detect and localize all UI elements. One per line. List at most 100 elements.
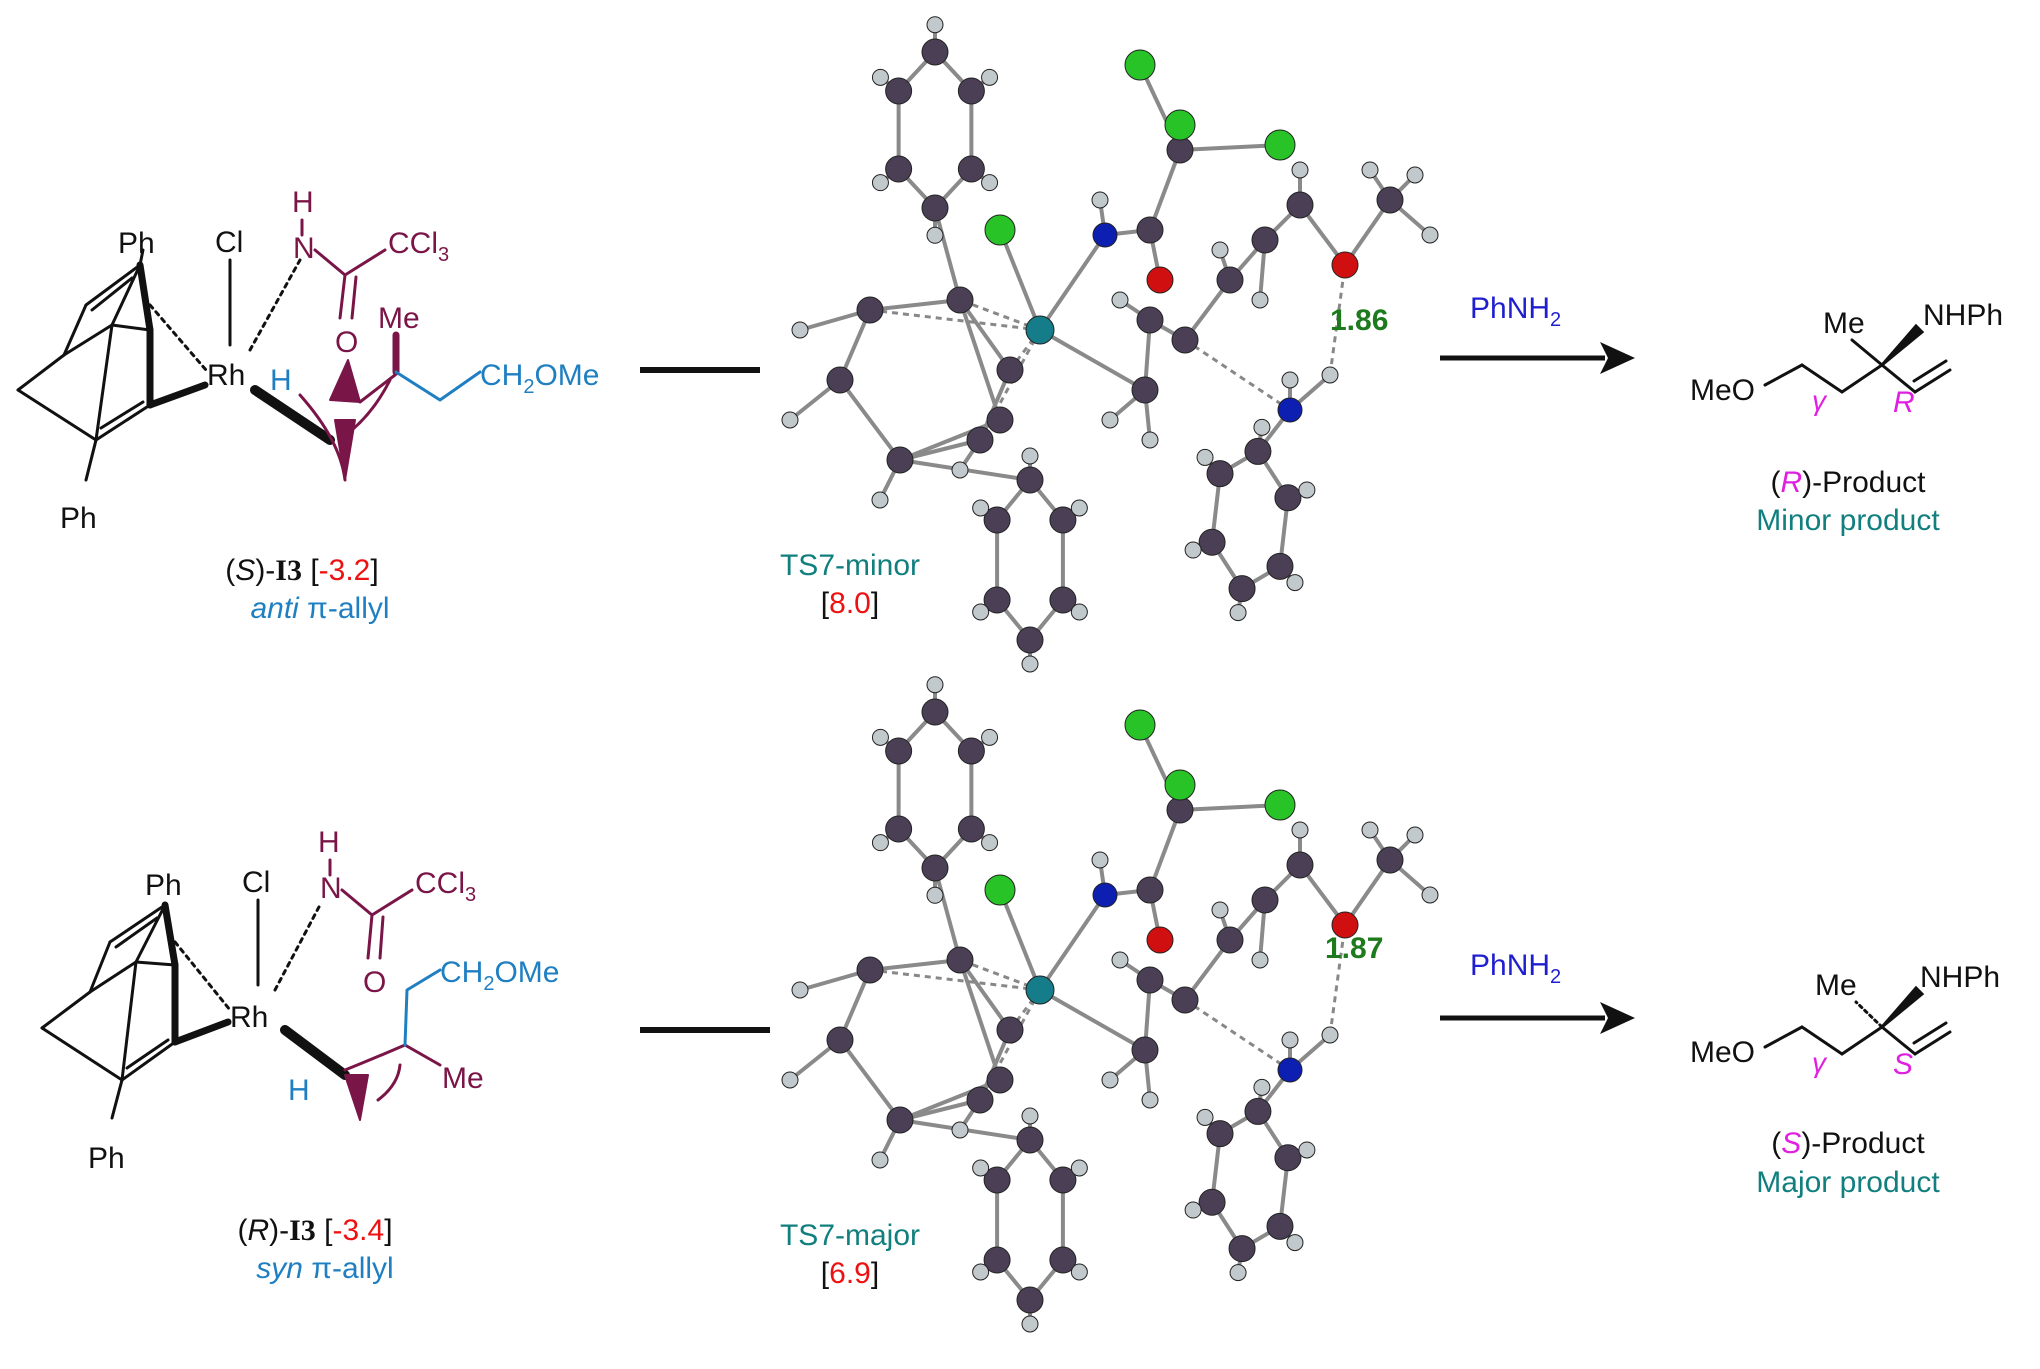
bond-bold (250, 385, 335, 445)
atom-c (1171, 326, 1199, 354)
atom-h (1070, 1263, 1088, 1281)
intermediate-label: (R)-I3 [-3.4] (237, 1214, 392, 1247)
product-label: (S)-Product (1771, 1127, 1925, 1160)
bond-bold (136, 261, 154, 334)
hbond-distance: 1.86 (1330, 304, 1388, 337)
bond (1763, 1025, 1804, 1049)
bond-hashed (148, 303, 208, 372)
atom-c (1244, 1097, 1272, 1125)
bond (88, 960, 138, 994)
ts-dashed-bond (1008, 989, 1042, 1031)
ts-bond (1039, 328, 1146, 392)
atom-h (1229, 1264, 1247, 1282)
atom-n (1277, 397, 1303, 423)
atom-h (791, 321, 809, 339)
bond (94, 323, 114, 442)
bond-hashed (173, 940, 232, 1012)
bond (40, 1026, 124, 1082)
rhodium: Rh (207, 359, 245, 392)
atom-c (1228, 575, 1256, 603)
atom-c (1049, 586, 1077, 614)
arrow-head (1600, 1002, 1635, 1034)
atom-c (1171, 986, 1199, 1014)
atom-cl (1124, 709, 1156, 741)
atom-c (1206, 1120, 1234, 1148)
atom-h (1091, 851, 1109, 869)
bond (134, 903, 167, 964)
atom-h (1196, 1108, 1214, 1126)
atom-c (957, 737, 985, 765)
atom-c (966, 426, 994, 454)
bond-hashed (248, 258, 302, 352)
atom-n (1092, 882, 1118, 908)
atom-h (1421, 886, 1439, 904)
atom-cl (984, 214, 1016, 246)
product-r (1763, 323, 1952, 394)
ts-bond (1179, 143, 1281, 152)
atom-c (983, 1166, 1011, 1194)
bond-double (99, 400, 145, 430)
ts-name: TS7-minor (780, 549, 920, 582)
bond-double (90, 276, 134, 312)
atom-h (1286, 1234, 1304, 1252)
atom-c (1016, 1126, 1044, 1154)
atom-c (856, 956, 884, 984)
atom-c (1131, 376, 1159, 404)
ts-bond (998, 889, 1042, 991)
bond (340, 888, 374, 917)
atom-c (1049, 506, 1077, 534)
atom-cl (1124, 49, 1156, 81)
intermediate-r-i3 (40, 898, 350, 1120)
allyl-wedge (334, 419, 356, 481)
stereo-config: S (1893, 1048, 1913, 1081)
intermediate-label: (S)-I3 [-3.2] (225, 554, 378, 587)
bond (120, 1040, 177, 1082)
ts-bond (958, 299, 1002, 421)
allyl-h: H (288, 1074, 310, 1107)
bond (108, 903, 167, 944)
atom-h (981, 728, 999, 746)
amide-h: H (292, 186, 314, 219)
ts-bond (958, 959, 1002, 1081)
ts-bond (1038, 893, 1107, 992)
atom-o (1146, 926, 1174, 954)
phenyl-bottom: Ph (60, 502, 97, 535)
bond (1800, 1025, 1844, 1056)
gamma-label: γ (1812, 1047, 1828, 1078)
ts-bond (869, 958, 961, 972)
atom-c (1166, 136, 1194, 164)
atom-h (981, 68, 999, 86)
ts-bond (899, 418, 1001, 462)
bond (1840, 1025, 1884, 1056)
bond (1880, 1025, 1917, 1056)
atom-h (1286, 574, 1304, 592)
phenyl-bottom: Ph (88, 1142, 125, 1175)
atom-c (1198, 528, 1226, 556)
atom-h (1021, 447, 1039, 465)
bond (94, 403, 152, 442)
atom-c (826, 366, 854, 394)
atom-o (1331, 251, 1359, 279)
atom-c (1286, 191, 1314, 219)
bond (366, 913, 374, 960)
product-methyl: Me (1815, 969, 1857, 1002)
allyl-type-label: anti π-allyl (250, 592, 389, 625)
atom-h (871, 68, 889, 86)
rhodium: Rh (230, 1001, 268, 1034)
atom-h (1091, 191, 1109, 209)
atom-h (1281, 371, 1299, 389)
atom-c (986, 406, 1014, 434)
atom-c (1136, 306, 1164, 334)
atom-c (966, 1086, 994, 1114)
atom-h (972, 603, 990, 621)
methyl: Me (442, 1062, 484, 1095)
atom-o (1146, 266, 1174, 294)
atom-c (921, 38, 949, 66)
atom-c (1286, 851, 1314, 879)
ts-energy: [6.9] (821, 1257, 879, 1290)
ts-bond (998, 229, 1042, 331)
atom-h (1253, 418, 1271, 436)
atom-c (1136, 216, 1164, 244)
atom-c (921, 854, 949, 882)
atom-h (972, 1263, 990, 1281)
